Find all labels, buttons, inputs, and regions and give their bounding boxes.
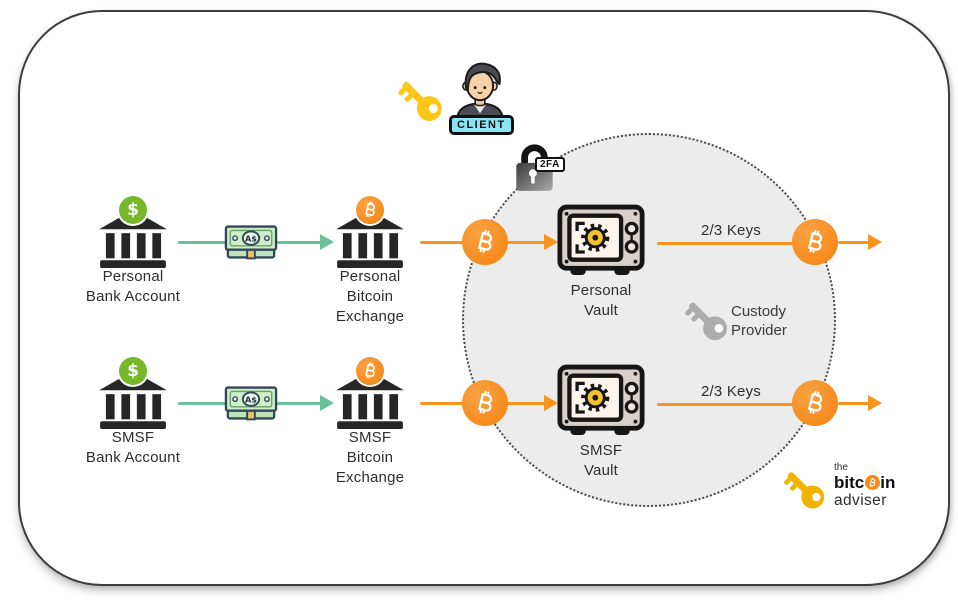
client-badge: CLIENT <box>449 115 514 135</box>
keys-line-personal <box>657 242 797 245</box>
cash-icon-smsf <box>224 383 278 423</box>
smsf-vault-icon <box>557 364 645 439</box>
bitcoin-coin-personal-in <box>462 219 508 265</box>
bitcoin-coin-smsf-out <box>792 380 838 426</box>
logo-key-icon <box>780 465 830 515</box>
client-key-icon <box>394 74 448 128</box>
keys-label-smsf: 2/3 Keys <box>701 383 761 400</box>
btc-out-line-personal <box>838 241 870 244</box>
keys-line-smsf <box>657 403 797 406</box>
client-person-icon <box>452 60 508 122</box>
logo-adviser: adviser <box>834 492 887 509</box>
personal-vault-icon <box>557 204 645 279</box>
cash-flow-arrowhead-smsf <box>320 395 334 411</box>
dollar-badge-personal: $ <box>119 196 147 224</box>
bitcoin-badge-smsf <box>356 357 384 385</box>
btc-out-arrowhead-personal <box>868 234 882 250</box>
custody-key-icon <box>681 295 733 347</box>
twofa-badge: 2FA <box>535 157 565 172</box>
btc-flow-arrowhead-personal <box>544 234 558 250</box>
keys-label-personal: 2/3 Keys <box>701 222 761 239</box>
bitcoin-badge-personal <box>356 196 384 224</box>
btc-out-arrowhead-smsf <box>868 395 882 411</box>
bitcoin-coin-personal-out <box>792 219 838 265</box>
btc-out-line-smsf <box>838 402 870 405</box>
custody-zone-circle <box>462 133 836 507</box>
btc-flow-arrowhead-smsf <box>544 395 558 411</box>
cash-flow-arrowhead-personal <box>320 234 334 250</box>
logo-bitcoin-coin-icon <box>864 475 880 490</box>
dollar-badge-smsf: $ <box>119 357 147 385</box>
logo-the: the <box>834 462 848 473</box>
bitcoin-coin-smsf-in <box>462 380 508 426</box>
cash-icon-personal <box>224 222 278 262</box>
